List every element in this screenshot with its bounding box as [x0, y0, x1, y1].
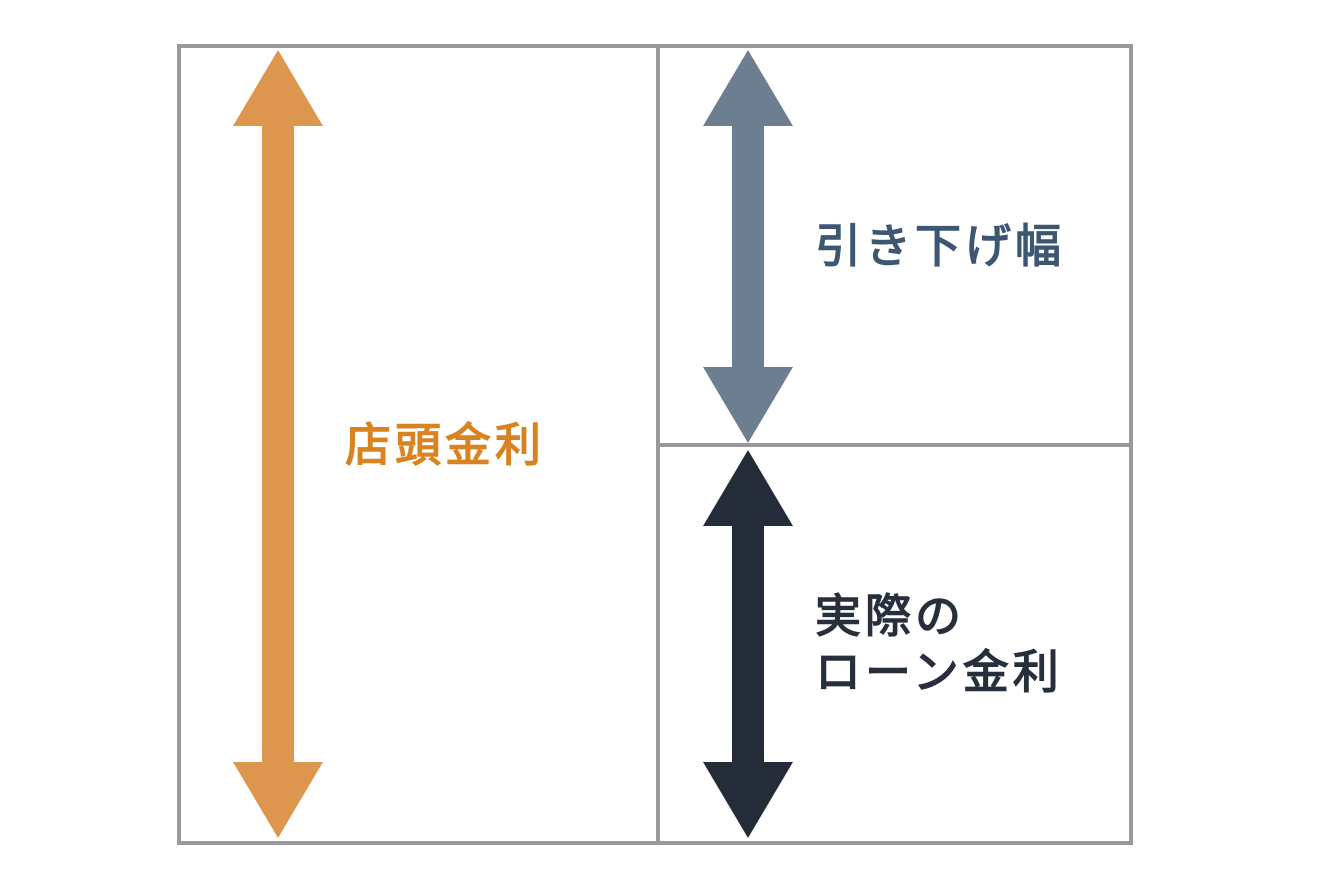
arrow-head-down-icon — [703, 367, 793, 443]
actual-loan-rate-double-arrow-icon — [703, 450, 793, 838]
discount-width-double-arrow-icon — [703, 50, 793, 443]
arrow-head-up-icon — [703, 50, 793, 126]
arrow-shaft — [732, 124, 764, 369]
arrow-head-down-icon — [233, 762, 323, 838]
arrow-head-up-icon — [233, 50, 323, 126]
arrow-shaft — [262, 124, 294, 764]
actual-loan-rate-label-line2: ローン金利 — [815, 645, 1063, 699]
actual-loan-rate-label: 実際の ローン金利 — [815, 588, 1063, 700]
actual-loan-rate-label-line1: 実際の — [815, 589, 965, 643]
panel-discount-width: 引き下げ幅 — [660, 48, 1129, 447]
arrow-head-up-icon — [703, 450, 793, 526]
posted-rate-label: 店頭金利 — [345, 417, 545, 472]
discount-width-label: 引き下げ幅 — [815, 218, 1065, 273]
rate-diagram-frame: 店頭金利 引き下げ幅 実際の ローン金利 — [177, 44, 1133, 845]
panel-actual-loan-rate: 実際の ローン金利 — [660, 447, 1129, 841]
right-column: 引き下げ幅 実際の ローン金利 — [660, 48, 1129, 841]
arrow-head-down-icon — [703, 762, 793, 838]
arrow-shaft — [732, 524, 764, 764]
panel-posted-rate: 店頭金利 — [181, 48, 660, 841]
posted-rate-double-arrow-icon — [233, 50, 323, 838]
